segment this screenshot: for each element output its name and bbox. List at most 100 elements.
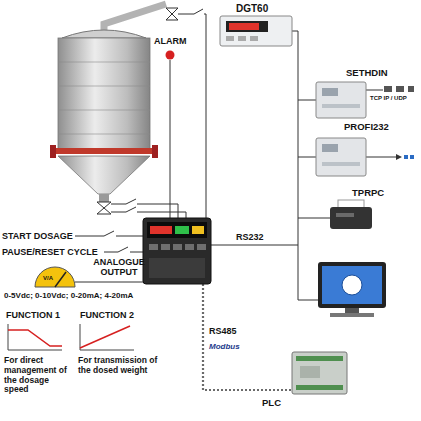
din-module xyxy=(316,138,366,176)
function-chart xyxy=(8,330,62,346)
weight-controller xyxy=(150,226,172,234)
silo xyxy=(104,4,166,32)
din-module xyxy=(322,104,360,108)
network-icon xyxy=(396,86,404,92)
din-module xyxy=(316,138,366,176)
label-holder: FUNCTION 1 xyxy=(6,310,60,320)
wire xyxy=(111,199,178,218)
arrow-head xyxy=(396,154,402,160)
silo xyxy=(50,145,56,158)
device-node: SETHDIN xyxy=(346,68,388,79)
display-device xyxy=(250,36,258,41)
din-module xyxy=(316,82,366,118)
weight-controller xyxy=(147,222,207,238)
device-heading: DGT60 xyxy=(236,3,268,15)
label-holder: START DOSAGE xyxy=(2,231,73,241)
wire xyxy=(366,157,396,158)
label-holder: 0-5Vdc; 0-10Vdc; 0-20mA; 4-20mA xyxy=(4,291,133,300)
printer xyxy=(330,207,372,229)
computer xyxy=(318,262,386,308)
label-holder: RS485 xyxy=(209,326,237,336)
signal-name: RS485 xyxy=(209,326,237,336)
weight-controller xyxy=(185,244,194,250)
device-node: TPRPC xyxy=(352,188,384,199)
weight-controller xyxy=(161,244,170,250)
label-holder: PAUSE/RESET CYCLE xyxy=(2,247,98,257)
label-holder: Modbus xyxy=(209,342,240,351)
wire xyxy=(75,9,396,300)
wire xyxy=(366,90,383,91)
serial-bar xyxy=(404,155,414,159)
function-chart xyxy=(80,326,130,348)
silo xyxy=(58,62,150,134)
device-heading: PROFI232 xyxy=(344,122,389,133)
input-name: PAUSE/RESET CYCLE xyxy=(2,247,98,257)
plc-device xyxy=(300,366,320,378)
weight-controller xyxy=(143,218,211,284)
display-device xyxy=(229,23,259,30)
protocol-logo: Modbus xyxy=(209,342,240,351)
network-icon xyxy=(408,86,414,92)
gauge-symbol xyxy=(35,267,75,287)
label-holder: ANALOGUE OUTPUT xyxy=(90,257,148,278)
label-holder: V/A xyxy=(43,275,53,282)
signal-name: RS232 xyxy=(236,232,264,242)
display-device xyxy=(220,16,292,46)
protocol-label: TCP IP / UDP xyxy=(370,95,407,102)
alarm-heading: ALARM xyxy=(154,36,187,46)
din-module xyxy=(322,144,338,152)
device-node: PLC xyxy=(262,398,281,409)
valve-symbol xyxy=(97,202,111,214)
weight-controller xyxy=(173,244,182,250)
output-name: ANALOGUE OUTPUT xyxy=(90,257,148,278)
gauge-symbol xyxy=(55,272,66,287)
rs485-cable xyxy=(203,284,292,390)
label-holder: For direct management of the dosage spee… xyxy=(4,356,72,395)
weight-controller xyxy=(143,218,211,284)
serial-bar xyxy=(404,155,408,159)
alarm-lamp xyxy=(166,51,175,60)
function-chart xyxy=(80,324,134,350)
din-module xyxy=(316,82,366,118)
din-module xyxy=(322,162,360,166)
gauge-unit: V/A xyxy=(43,275,53,282)
weight-controller xyxy=(149,244,158,250)
gauge-symbol xyxy=(35,267,75,287)
device-node: PROFI232 xyxy=(344,122,389,133)
device-heading: TPRPC xyxy=(352,188,384,199)
function-name: FUNCTION 2 xyxy=(80,310,134,320)
computer xyxy=(322,266,382,304)
silo xyxy=(152,145,158,158)
silo xyxy=(58,38,150,150)
computer xyxy=(342,275,362,295)
device-heading: SETHDIN xyxy=(346,68,388,79)
silo xyxy=(62,30,146,38)
printer xyxy=(336,213,354,217)
plc-device xyxy=(292,352,347,394)
display-device xyxy=(220,16,292,46)
device-node: ALARM xyxy=(154,36,187,46)
device-heading: PLC xyxy=(262,398,281,409)
weight-controller xyxy=(175,226,189,234)
valve-symbol xyxy=(166,8,178,20)
network-icon xyxy=(384,86,392,92)
plc-device xyxy=(296,385,343,390)
input-name: START DOSAGE xyxy=(2,231,73,241)
weight-controller xyxy=(149,258,205,278)
device-node: DGT60 xyxy=(236,3,268,15)
wire xyxy=(75,282,143,283)
serial-bar xyxy=(410,155,414,159)
wire xyxy=(75,231,143,236)
label-holder: RS232 xyxy=(236,232,264,242)
silo xyxy=(50,4,166,202)
computer xyxy=(318,262,386,317)
silo xyxy=(50,148,158,154)
function-chart xyxy=(8,324,134,350)
plc-device xyxy=(292,352,347,394)
wire xyxy=(111,207,186,218)
display-device xyxy=(238,36,246,41)
display-device xyxy=(226,21,268,32)
display-device xyxy=(226,36,234,41)
